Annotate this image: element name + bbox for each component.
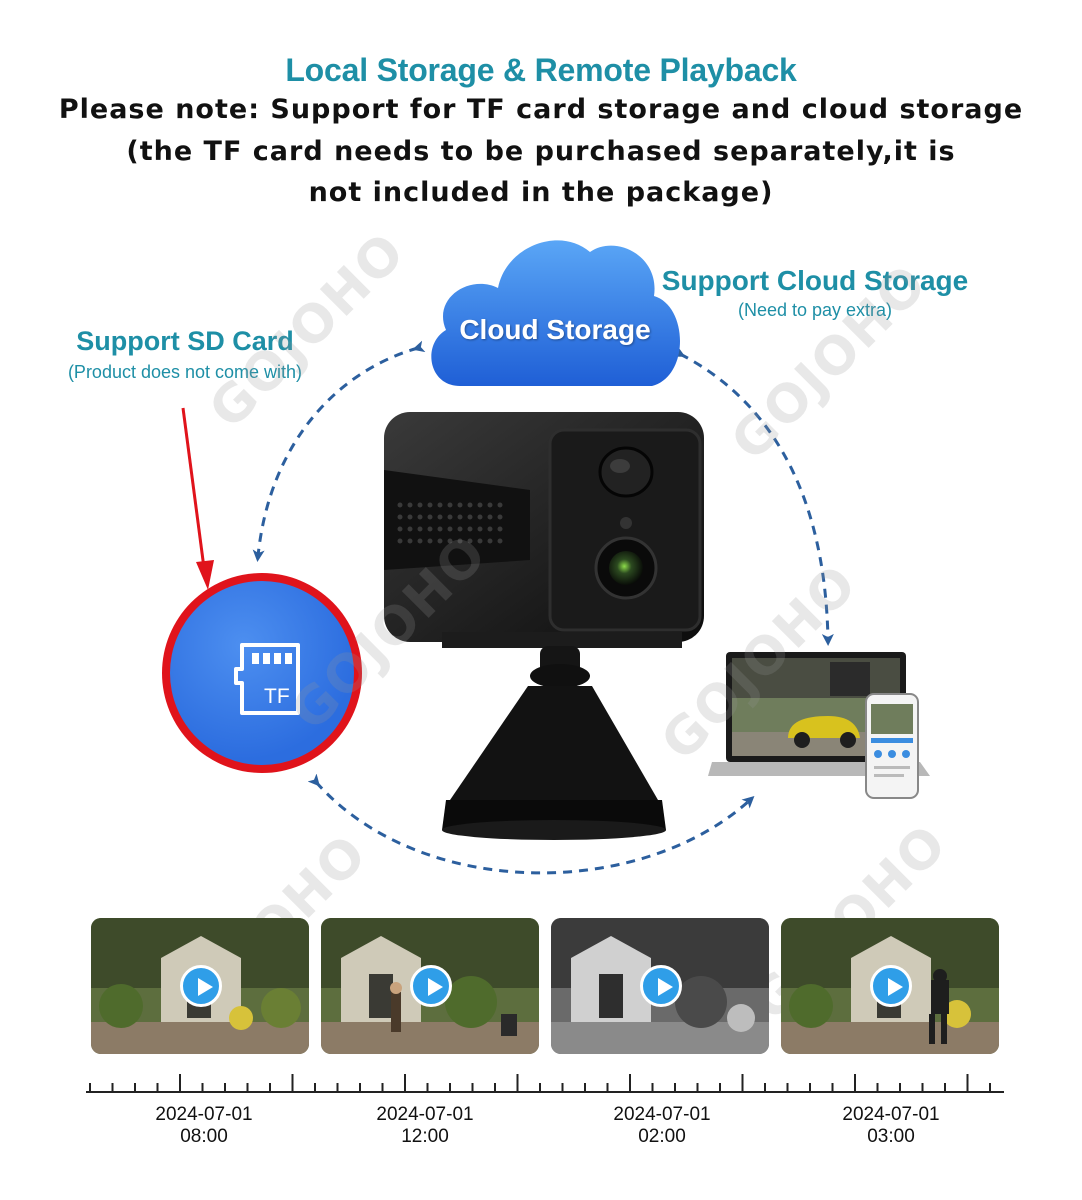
timestamp-1-time: 08:00 — [180, 1126, 228, 1147]
timestamp-2-date: 2024-07-01 — [376, 1104, 474, 1125]
sd-card-label: TF — [264, 685, 290, 708]
camera-image — [384, 412, 704, 840]
page-title: Local Storage & Remote Playback — [285, 52, 797, 88]
timestamp-3: 2024-07-01 02:00 — [582, 1104, 742, 1148]
play-button-1[interactable] — [180, 965, 222, 1007]
note-line-2: (the TF card needs to be purchased separ… — [126, 136, 956, 167]
play-button-2[interactable] — [410, 965, 452, 1007]
recording-thumbnail-4[interactable] — [781, 918, 999, 1054]
play-button-4[interactable] — [870, 965, 912, 1007]
sd-card-title: Support SD Card — [76, 326, 294, 356]
recording-thumbnail-2[interactable] — [321, 918, 539, 1054]
red-pointer-line — [181, 407, 206, 569]
timestamp-2-time: 12:00 — [401, 1126, 449, 1147]
sd-card-badge: TF — [162, 573, 362, 773]
timestamp-2: 2024-07-01 12:00 — [345, 1104, 505, 1148]
laptop-phone-image — [708, 652, 930, 799]
timestamp-4-date: 2024-07-01 — [842, 1104, 940, 1125]
cloud-title: Support Cloud Storage — [661, 265, 969, 296]
timestamp-4-time: 03:00 — [867, 1126, 915, 1147]
play-button-3[interactable] — [640, 965, 682, 1007]
note-line-1: Please note: Support for TF card storage… — [58, 94, 1024, 125]
cloud-label: Cloud Storage — [459, 314, 651, 345]
note-line-3: not included in the package) — [308, 177, 774, 208]
cloud-subtitle: (Need to pay extra) — [737, 300, 893, 320]
arrow-sd-devices — [307, 773, 755, 875]
timestamp-3-date: 2024-07-01 — [613, 1104, 711, 1125]
timestamp-1: 2024-07-01 08:00 — [124, 1104, 284, 1148]
sd-card-subtitle: (Product does not come with) — [67, 362, 303, 382]
arrow-cloud-devices — [671, 345, 834, 646]
cloud-icon — [431, 240, 680, 386]
sd-card-icon — [234, 643, 300, 715]
recording-thumbnail-1[interactable] — [91, 918, 309, 1054]
timeline-ruler — [86, 1074, 1004, 1093]
recording-thumbnail-3[interactable] — [551, 918, 769, 1054]
timestamp-3-time: 02:00 — [638, 1126, 686, 1147]
red-pointer-head — [196, 560, 214, 590]
timestamp-1-date: 2024-07-01 — [155, 1104, 253, 1125]
timestamp-4: 2024-07-01 03:00 — [811, 1104, 971, 1148]
